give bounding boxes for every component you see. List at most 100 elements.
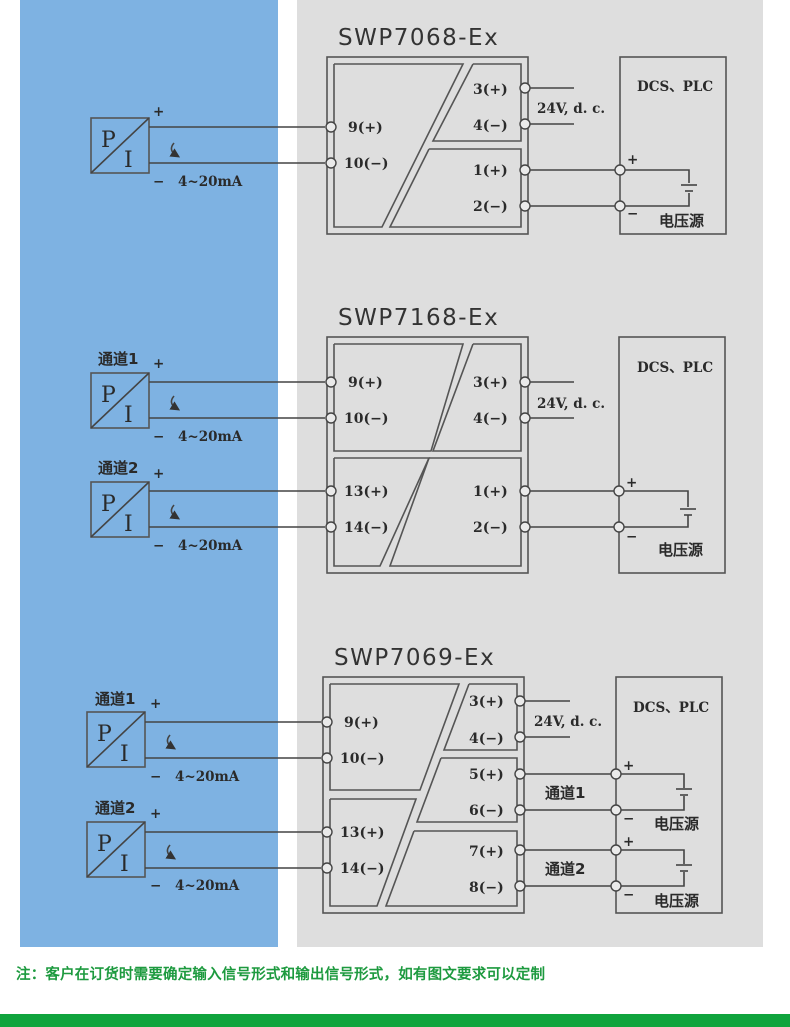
channel-label: 通道2 — [95, 799, 135, 817]
voltage-source-label: 电压源 — [654, 815, 699, 833]
terminal-label: 9(+) — [344, 715, 379, 731]
terminal-icon — [519, 118, 531, 130]
current-loop-arrow-icon — [165, 844, 177, 860]
terminal-label: 13(+) — [344, 484, 388, 500]
terminal-icon — [325, 121, 337, 133]
terminal-label: 9(+) — [348, 120, 383, 136]
terminal-label: 2(−) — [473, 199, 508, 215]
footer-bar — [0, 1014, 790, 1027]
channel-label: 通道1 — [545, 784, 585, 802]
terminal-label: 7(+) — [469, 844, 504, 860]
minus-sign: − — [627, 206, 638, 222]
signal-range-label: 4~20mA — [178, 538, 243, 554]
terminal-icon — [514, 844, 526, 856]
terminal-label: 3(+) — [469, 694, 504, 710]
current-loop-arrow-icon — [169, 395, 181, 411]
terminal-label: 1(+) — [473, 163, 508, 179]
voltage-source-label: 电压源 — [654, 892, 699, 910]
ordering-note: 注：客户在订货时需要确定输入信号形式和输出信号形式，如有图文要求可以定制 — [16, 967, 546, 983]
terminal-icon — [514, 768, 526, 780]
terminal-label: 2(−) — [473, 520, 508, 536]
transmitter-p-label: P — [101, 492, 116, 517]
terminal-label: 10(−) — [344, 411, 388, 427]
voltage-source-label: 电压源 — [658, 541, 703, 559]
transmitter-i-label: I — [124, 403, 133, 428]
host-label: DCS、PLC — [637, 360, 713, 376]
terminal-icon — [325, 485, 337, 497]
power-supply-label: 24V, d. c. — [534, 714, 602, 730]
minus-sign: − — [623, 811, 634, 827]
voltage-source-label: 电压源 — [659, 212, 704, 230]
terminal-icon — [514, 695, 526, 707]
transmitter-p-label: P — [101, 383, 116, 408]
plus-sign: + — [153, 104, 164, 120]
plus-sign: + — [153, 356, 164, 372]
current-loop-arrow-icon — [169, 142, 181, 158]
plus-sign: + — [150, 696, 161, 712]
terminal-icon — [519, 82, 531, 94]
terminal-icon — [519, 521, 531, 533]
terminal-icon — [610, 768, 622, 780]
terminal-label: 9(+) — [348, 375, 383, 391]
plus-sign: + — [626, 475, 637, 491]
terminal-icon — [610, 880, 622, 892]
transmitter-i-label: I — [120, 742, 129, 767]
transmitter-pi: P I — [90, 481, 150, 538]
terminal-icon — [514, 880, 526, 892]
power-supply-label: 24V, d. c. — [537, 101, 605, 117]
terminal-label: 13(+) — [340, 825, 384, 841]
wiring-diagram: SWP7068-Ex P I + − 4~20mA 9(+) 10(−) 3(+… — [86, 25, 727, 914]
terminal-icon — [614, 164, 626, 176]
terminal-label: 8(−) — [469, 880, 504, 896]
host-label: DCS、PLC — [637, 79, 713, 95]
signal-range-label: 4~20mA — [178, 429, 243, 445]
terminal-label: 10(−) — [344, 156, 388, 172]
diagram-swp7168: SWP7168-Ex 通道1 + P I − 4~20mA 通道2 + P I … — [90, 305, 726, 574]
signal-range-label: 4~20mA — [178, 174, 243, 190]
current-loop-arrow-icon — [169, 504, 181, 520]
diagram-swp7068: SWP7068-Ex P I + − 4~20mA 9(+) 10(−) 3(+… — [90, 25, 727, 235]
minus-sign: − — [150, 878, 161, 894]
minus-sign: − — [153, 538, 164, 554]
transmitter-pi: P I — [90, 117, 150, 174]
terminal-label: 3(+) — [473, 82, 508, 98]
terminal-icon — [519, 412, 531, 424]
terminal-icon — [519, 164, 531, 176]
diagram-swp7069: SWP7069-Ex 通道1 + P I − 4~20mA 通道2 + P I … — [86, 645, 723, 914]
terminal-icon — [514, 731, 526, 743]
terminal-icon — [325, 376, 337, 388]
terminal-label: 1(+) — [473, 484, 508, 500]
terminal-icon — [325, 412, 337, 424]
plus-sign: + — [627, 152, 638, 168]
terminal-label: 4(−) — [469, 731, 504, 747]
terminal-icon — [325, 157, 337, 169]
terminal-icon — [613, 485, 625, 497]
transmitter-pi: P I — [86, 711, 146, 768]
terminal-icon — [613, 521, 625, 533]
module-title: SWP7068-Ex — [338, 25, 499, 51]
terminal-icon — [514, 804, 526, 816]
signal-range-label: 4~20mA — [175, 769, 240, 785]
channel-label: 通道1 — [98, 350, 138, 368]
module-title: SWP7069-Ex — [334, 645, 495, 671]
terminal-label: 4(−) — [473, 118, 508, 134]
channel-label: 通道1 — [95, 690, 135, 708]
terminal-label: 14(−) — [340, 861, 384, 877]
minus-sign: − — [153, 429, 164, 445]
terminal-icon — [519, 200, 531, 212]
minus-sign: − — [623, 887, 634, 903]
channel-label: 通道2 — [545, 860, 585, 878]
transmitter-pi: P I — [90, 372, 150, 429]
terminal-icon — [321, 862, 333, 874]
transmitter-pi: P I — [86, 821, 146, 878]
terminal-label: 5(+) — [469, 767, 504, 783]
plus-sign: + — [623, 758, 634, 774]
transmitter-i-label: I — [124, 148, 133, 173]
terminal-icon — [519, 485, 531, 497]
plus-sign: + — [623, 834, 634, 850]
terminal-label: 10(−) — [340, 751, 384, 767]
terminal-icon — [321, 752, 333, 764]
transmitter-i-label: I — [124, 512, 133, 537]
terminal-icon — [321, 716, 333, 728]
terminal-icon — [325, 521, 337, 533]
